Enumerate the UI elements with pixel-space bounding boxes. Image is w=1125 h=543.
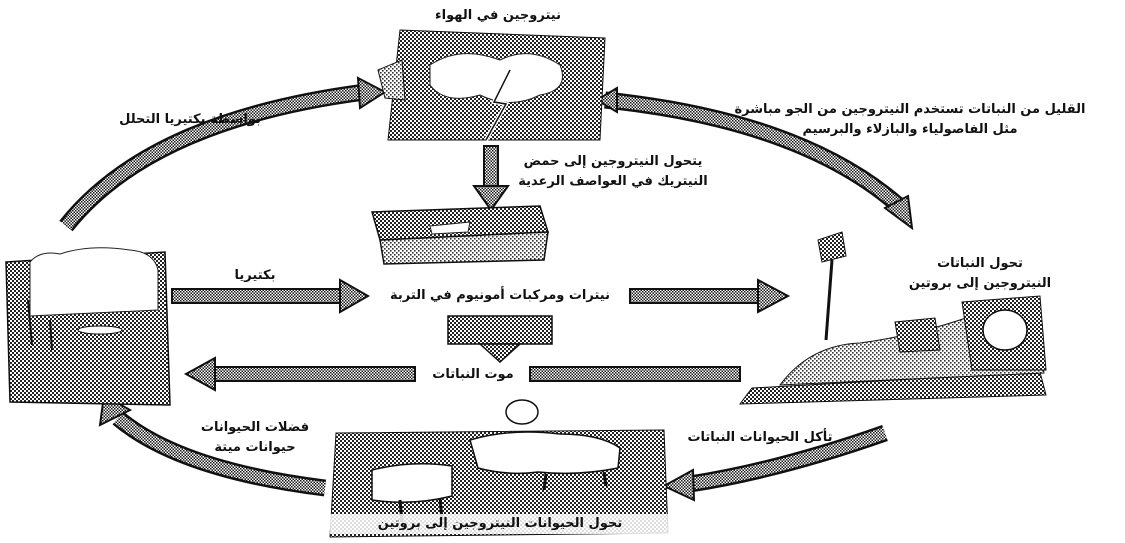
label-decomposer-bacteria: بواسطة بكتيريا التحلل [119, 112, 261, 127]
label-animals-eat-plants: تأكل الحيوانات النباتات [687, 430, 833, 445]
lightning-icon [484, 69, 512, 141]
label-plant-death: موت النباتات [432, 367, 514, 382]
label-plants-convert-line2: النيتروجين إلى بروتين [908, 276, 1052, 291]
label-animal-waste-line2: حيوانات ميتة [214, 440, 296, 455]
label-lightning-fixation-line1: يتحول النيتروجين إلى حمض [523, 154, 703, 169]
arrow-air-to-plants [595, 86, 914, 231]
arrow-plants-to-animals [661, 424, 888, 502]
soil-sample-icon [447, 315, 553, 364]
label-plants-direct-uptake-line1: القليل من النباتات تستخدم النيتروجين من … [734, 102, 1086, 117]
cattle-icon [329, 399, 669, 538]
label-bacteria: بكتيريا [234, 268, 276, 283]
label-lightning-fixation: يتحول النيتروجين إلى حمض النيتريك في الع… [498, 152, 728, 192]
label-plants-convert-line1: تحول النباتات [937, 256, 1023, 271]
cloud-icon [377, 29, 606, 141]
soil-block-icon [371, 205, 550, 265]
label-lightning-fixation-line2: النيتريك في العواصف الرعدية [518, 174, 708, 189]
label-animal-waste: فضلات الحيوانات حيوانات ميتة [180, 418, 330, 458]
arrow-bacteria-to-nitrates [171, 278, 371, 314]
label-plants-convert: تحول النباتات النيتروجين إلى بروتين [880, 254, 1080, 294]
label-soil-nitrates: نيترات ومركبات أمونيوم في التربة [390, 288, 610, 303]
label-plants-direct-uptake-line2: مثل الفاصولياء والبازلاء والبرسيم [802, 122, 1018, 137]
arrow-bacteria-to-air [59, 76, 387, 232]
label-plants-direct-uptake: القليل من النباتات تستخدم النيتروجين من … [700, 100, 1120, 140]
arrow-nitrates-to-plants [629, 278, 791, 314]
bacteria-soil-icon [5, 247, 171, 406]
arrow-plant-death [183, 356, 741, 392]
arrow-lightning-down [472, 145, 510, 212]
plants-icon [738, 231, 1047, 405]
label-animal-waste-line1: فضلات الحيوانات [200, 420, 310, 435]
label-animals-convert: تحول الحيوانات النيتروجين إلى بروتين [330, 514, 670, 534]
label-air-nitrogen: نيتروجين في الهواء [435, 8, 561, 23]
